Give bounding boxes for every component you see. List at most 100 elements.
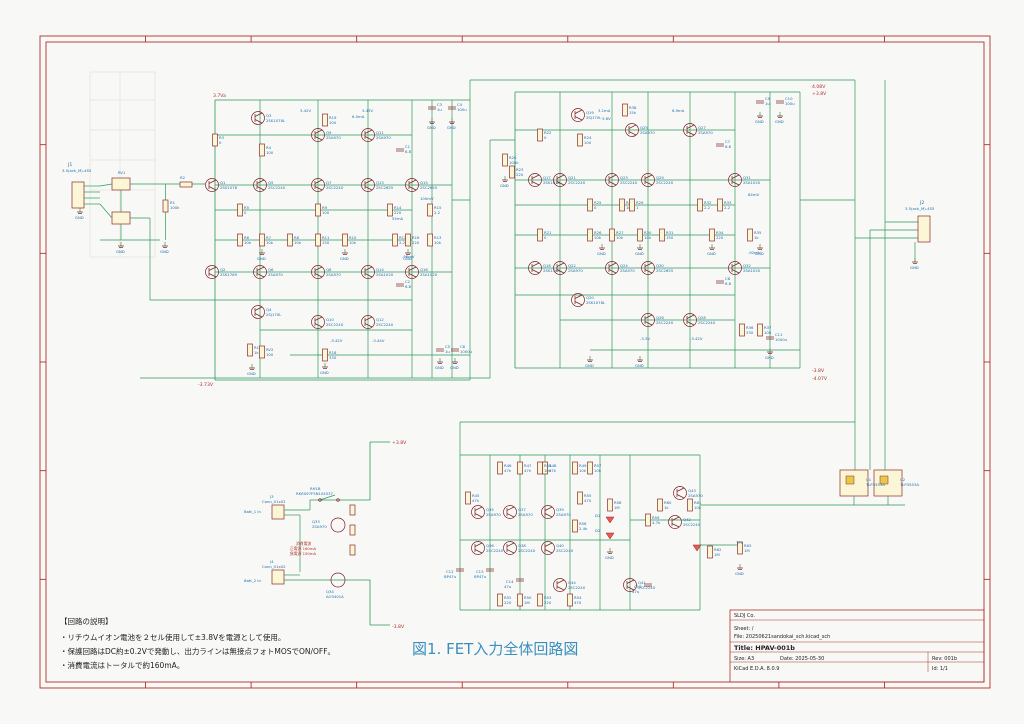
transistor-ref: Q39 [556, 507, 564, 512]
resistor-icon [247, 343, 253, 357]
resistor-value: 47k [472, 498, 480, 503]
resistor-icon [572, 519, 578, 533]
resistor-icon [497, 593, 503, 607]
resistor-ref: R11 [322, 235, 330, 240]
transistor-value: 2SC2240 [656, 180, 674, 185]
gnd-icon: GND [247, 364, 256, 376]
resistor-ref: R27 [616, 230, 624, 235]
resistor-ref: R20 [509, 155, 517, 160]
transistor-icon [605, 173, 619, 187]
transistor-icon [471, 541, 485, 555]
circuit-notes: 【回路の説明】 ・リチウムイオン電池を２セル使用して±3.8Vを電源として使用。… [60, 616, 335, 670]
transistor-icon [623, 578, 637, 592]
resistor-icon [502, 153, 508, 167]
resistor-value: 100 [764, 330, 772, 335]
resistor-icon [619, 198, 625, 212]
resistor-ref: R49 [579, 463, 587, 468]
resistor-value: 1k [254, 350, 259, 355]
resistor-value: 220 [412, 240, 420, 245]
capacitor-ref: C12 [446, 569, 454, 574]
resistor-value: 2.2 [434, 210, 441, 215]
transistor-ref: Q41 [638, 580, 646, 585]
resistor-ref: R7 [266, 235, 272, 240]
resistor-ref: R15 [434, 205, 442, 210]
capacitor-ref: C8 [725, 276, 731, 281]
q33-value: 2SA970 [312, 524, 327, 529]
resistor-icon [517, 461, 523, 475]
prot-neg-rail-label: -3.8V [392, 624, 405, 630]
resistor-ref: R36 [746, 325, 754, 330]
resistor-ref: R59 [652, 515, 660, 520]
transistor-value: 2SA970 [620, 268, 635, 273]
transistor-value: 2SK1078L [586, 300, 606, 305]
capacitor-ref: C13 [476, 569, 484, 574]
transistor-ref: Q5 [268, 180, 274, 185]
tb-rev: Rev: 001b [932, 656, 957, 662]
resistor-icon [497, 461, 503, 475]
resistor-icon [322, 348, 328, 362]
gnd-label: GND [257, 256, 266, 261]
resistor-ref: R5 [244, 205, 250, 210]
capacitor-value: 1u [445, 349, 450, 354]
resistor-icon [757, 323, 763, 337]
vr-ref: RV1 [118, 170, 126, 175]
transistor-icon [528, 261, 542, 275]
resistor-value: 10k [594, 235, 602, 240]
resistor-ref: R3 [219, 135, 225, 140]
left-r5: R50 [237, 203, 250, 217]
gnd-label: GND [403, 256, 412, 261]
resistor-value: 2.2 [399, 240, 406, 245]
resistor-icon [637, 228, 643, 242]
gnd-icon: GND [735, 564, 744, 576]
protection-circuit: Q352SA970Q362SC2240Q372SA970Q382SC2240Q3… [369, 421, 855, 626]
resistor-icon [572, 461, 578, 475]
capacitor-ref: C1 [405, 144, 411, 149]
right-measured-value: -92mV [748, 250, 761, 255]
transistor-icon [728, 173, 742, 187]
j2-value: 3.5(ack_M)-4S5 [905, 206, 935, 211]
capacitor-value: 6.8 [725, 144, 732, 149]
resistor-ref: R12 [399, 235, 407, 240]
resistor-value: 1 [636, 205, 639, 210]
resistor-ref: R54 [574, 595, 582, 600]
transistor-icon [205, 265, 219, 279]
transistor-value: 2SK1078 [220, 185, 238, 190]
capacitor-value: 100u [785, 101, 795, 106]
resistor-ref: R38 [629, 105, 637, 110]
gnd-label: GND [447, 125, 456, 130]
left-c2: C26.8 [396, 279, 412, 289]
gnd-label: GND [735, 571, 744, 576]
resistor-value: 220 [516, 172, 524, 177]
transistor-icon [668, 515, 682, 529]
resistor-ref: R52 [504, 595, 512, 600]
left-measured-value: 6.5mA [352, 114, 365, 119]
resistor-icon [587, 461, 593, 475]
transistor-value: 2SC2240 [568, 585, 586, 590]
gnd-icon: GND [775, 112, 784, 124]
right-measured-value: 3.1mA [598, 108, 611, 113]
gnd-label: GND [450, 365, 459, 370]
transistor-icon [641, 173, 655, 187]
transistor-icon [641, 261, 655, 275]
transistor-icon [673, 486, 687, 500]
